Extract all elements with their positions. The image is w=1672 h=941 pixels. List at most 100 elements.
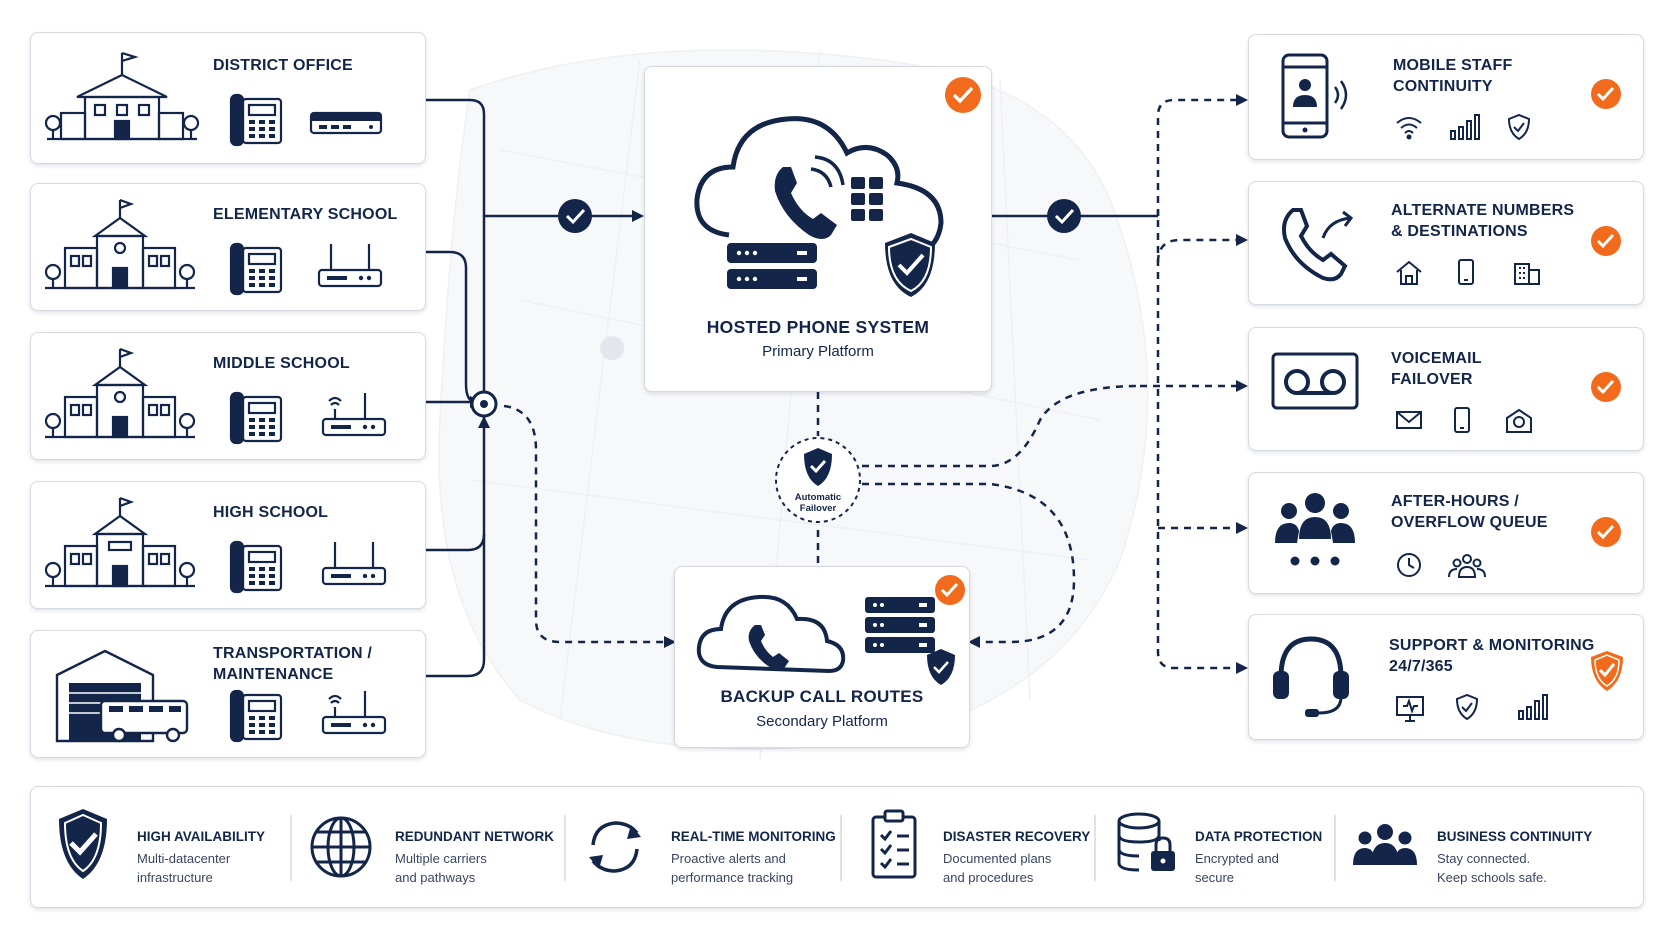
- desk-phone-icon: [229, 689, 283, 743]
- monitor-pulse-icon: [1396, 696, 1424, 722]
- headset-icon: [1273, 636, 1349, 717]
- site-name: ELEMENTARY SCHOOL: [213, 206, 398, 223]
- automatic-failover-node[interactable]: Automatic Failover: [774, 436, 862, 524]
- wifi-router-icon: [321, 393, 387, 437]
- dest-card-alternate-numbers[interactable]: ALTERNATE NUMBERS & DESTINATIONS: [1248, 181, 1644, 305]
- people-icon: [1448, 554, 1486, 578]
- checklist-icon: [871, 809, 917, 879]
- dest-title: ALTERNATE NUMBERS & DESTINATIONS: [1391, 202, 1575, 240]
- dest-card-after-hours[interactable]: AFTER-HOURS / OVERFLOW QUEUE: [1248, 472, 1644, 594]
- shield-icon: [1507, 113, 1531, 141]
- primary-title: HOSTED PHONE SYSTEM: [706, 317, 930, 337]
- checkpoint-left: [558, 199, 592, 233]
- feature-desc: Encrypted and secure: [1195, 851, 1279, 885]
- backup-title: BACKUP CALL ROUTES: [720, 687, 924, 706]
- feature-desc: Proactive alerts and performance trackin…: [671, 851, 794, 885]
- school-building-icon: [44, 496, 196, 588]
- dest-title: AFTER-HOURS / OVERFLOW QUEUE: [1391, 493, 1548, 531]
- backup-platform-card[interactable]: BACKUP CALL ROUTES Secondary Platform: [674, 566, 970, 748]
- feature-desc: Multi-datacenter infrastructure: [137, 851, 231, 885]
- shield-check-badge-icon: [1591, 651, 1623, 691]
- smartphone-icon: [1281, 53, 1348, 139]
- site-card-elementary-school[interactable]: ELEMENTARY SCHOOL: [30, 183, 426, 311]
- phone-forward-icon: [1282, 208, 1354, 282]
- failover-label: Automatic Failover: [794, 492, 842, 514]
- school-building-icon: [44, 198, 196, 290]
- feature-title: BUSINESS CONTINUITY: [1437, 829, 1593, 844]
- dest-title: VOICEMAIL FAILOVER: [1391, 350, 1482, 388]
- router-icon: [321, 542, 387, 586]
- feature-title: DATA PROTECTION: [1195, 829, 1323, 844]
- refresh-icon: [589, 821, 641, 873]
- feature-title: REDUNDANT NETWORK: [395, 829, 554, 844]
- grid-apps-icon: [851, 177, 883, 221]
- feature-desc: Documented plans and procedures: [943, 851, 1052, 885]
- people-icon: [1353, 824, 1417, 865]
- feature-real-time-monitoring: REAL-TIME MONITORING Proactive alerts an…: [583, 805, 836, 891]
- home-icon: [1396, 260, 1422, 285]
- site-card-transportation[interactable]: TRANSPORTATION / MAINTENANCE: [30, 630, 426, 758]
- check-badge-icon: [1591, 372, 1621, 402]
- dest-card-mobile-staff[interactable]: MOBILE STAFF CONTINUITY: [1248, 34, 1644, 160]
- site-card-middle-school[interactable]: MIDDLE SCHOOL: [30, 332, 426, 460]
- feature-title: DISASTER RECOVERY: [943, 829, 1091, 844]
- site-name: HIGH SCHOOL: [213, 504, 329, 521]
- bus-garage-icon: [55, 649, 189, 743]
- status-icons-row: [1396, 693, 1548, 722]
- dest-title: SUPPORT & MONITORING 24/7/365: [1389, 637, 1595, 675]
- desk-phone-icon: [229, 93, 283, 147]
- status-icons-row: [1396, 259, 1540, 285]
- check-badge-icon: [935, 575, 965, 605]
- features-strip: HIGH AVAILABILITY Multi-datacenter infra…: [30, 786, 1644, 908]
- feature-title: HIGH AVAILABILITY: [137, 829, 265, 844]
- group-queue-icon: [1275, 493, 1355, 566]
- status-icons-row: [1396, 407, 1532, 433]
- signal-bars-icon: [1518, 694, 1548, 720]
- shield-check-icon: [804, 448, 832, 486]
- district-building-icon: [44, 51, 200, 141]
- phone-handset-icon: [774, 167, 837, 239]
- backup-cloud-icon: [696, 594, 955, 685]
- desk-phone-icon: [229, 540, 283, 594]
- wifi-router-icon: [321, 691, 387, 735]
- desk-phone-icon: [229, 391, 283, 445]
- site-card-district-office[interactable]: DISTRICT OFFICE: [30, 32, 426, 164]
- feature-business-continuity: BUSINESS CONTINUITY Stay connected. Keep…: [1353, 805, 1633, 891]
- wifi-icon: [1396, 117, 1422, 140]
- check-badge-icon: [1591, 226, 1621, 256]
- dest-card-support-monitoring[interactable]: SUPPORT & MONITORING 24/7/365: [1248, 614, 1644, 740]
- signal-bars-icon: [1450, 114, 1480, 140]
- router-icon: [317, 244, 383, 288]
- status-icons-row: [1397, 553, 1486, 578]
- dest-title: MOBILE STAFF CONTINUITY: [1393, 57, 1513, 95]
- primary-platform-card[interactable]: HOSTED PHONE SYSTEM Primary Platform: [644, 66, 992, 392]
- site-card-high-school[interactable]: HIGH SCHOOL: [30, 481, 426, 609]
- server-icon: [865, 597, 935, 653]
- mobile-icon: [1458, 259, 1474, 285]
- desk-phone-icon: [229, 242, 283, 296]
- cloud-phone-icon: [694, 116, 944, 297]
- database-lock-icon: [1117, 812, 1175, 872]
- feature-title: REAL-TIME MONITORING: [671, 829, 836, 844]
- envelope-icon: [1396, 411, 1422, 429]
- site-name: TRANSPORTATION / MAINTENANCE: [213, 645, 373, 683]
- dest-card-voicemail[interactable]: VOICEMAIL FAILOVER: [1248, 327, 1644, 451]
- phone-handset-icon: [748, 625, 789, 671]
- site-name: MIDDLE SCHOOL: [213, 355, 350, 372]
- check-badge-icon: [1591, 517, 1621, 547]
- email-alert-icon: [1506, 408, 1532, 433]
- globe-icon: [310, 816, 372, 878]
- server-icon: [727, 243, 817, 289]
- office-building-icon: [1514, 263, 1540, 285]
- site-name: DISTRICT OFFICE: [213, 57, 353, 74]
- status-icons-row: [1396, 113, 1531, 141]
- feature-disaster-recovery: DISASTER RECOVERY Documented plans and p…: [861, 805, 1091, 891]
- checkpoint-right: [1047, 199, 1081, 233]
- mobile-icon: [1454, 407, 1470, 433]
- shield-check-icon: [885, 233, 935, 297]
- backup-subtitle: Secondary Platform: [756, 713, 888, 730]
- clock-icon: [1397, 553, 1421, 577]
- check-badge-icon: [945, 77, 981, 113]
- voicemail-icon: [1271, 352, 1359, 410]
